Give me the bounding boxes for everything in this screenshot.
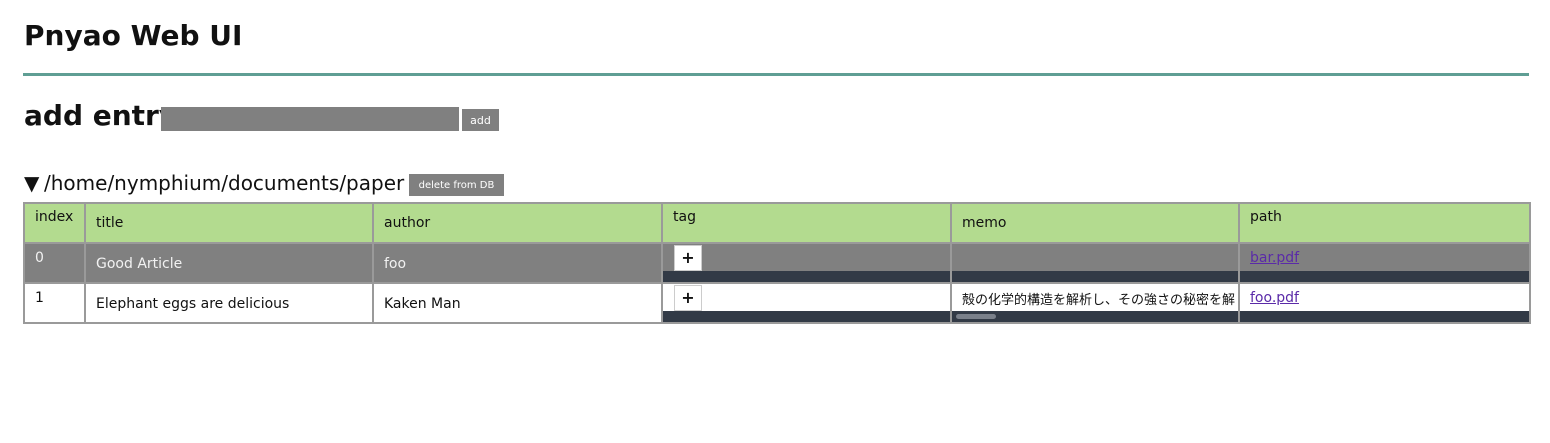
path-link[interactable]: foo.pdf — [1250, 290, 1299, 306]
author-cell[interactable]: foo — [372, 242, 663, 284]
column-header-path: path — [1238, 202, 1531, 244]
add-tag-button[interactable]: + — [674, 245, 702, 271]
title-divider — [23, 73, 1529, 76]
add-entry-input[interactable] — [161, 107, 459, 131]
memo-scrollbar-thumb[interactable] — [956, 314, 996, 319]
add-tag-button[interactable]: + — [674, 285, 702, 311]
memo-scrollbar[interactable] — [953, 271, 1237, 281]
memo-cell[interactable]: 殻の化学的構造を解析し、その強さの秘密を解 — [950, 282, 1240, 324]
memo-cell[interactable] — [950, 242, 1240, 284]
column-header-index: index — [23, 202, 86, 244]
table-row[interactable]: 0 Good Article foo + bar.pdf — [23, 242, 1531, 284]
add-entry-heading: add entry — [24, 99, 178, 132]
entries-table: index title author tag memo path 0 Good … — [23, 202, 1531, 324]
column-header-tag: tag — [661, 202, 952, 244]
title-cell[interactable]: Elephant eggs are delicious — [84, 282, 374, 324]
add-button[interactable]: add — [462, 109, 499, 131]
directory-path: /home/nymphium/documents/paper — [44, 171, 405, 195]
column-header-memo: memo — [950, 202, 1240, 244]
column-header-title: title — [84, 202, 374, 244]
tag-scrollbar[interactable] — [664, 271, 949, 281]
tag-cell: + — [661, 242, 952, 284]
delete-from-db-button[interactable]: delete from DB — [409, 174, 504, 196]
table-row[interactable]: 1 Elephant eggs are delicious Kaken Man … — [23, 282, 1531, 324]
index-cell: 0 — [23, 242, 86, 284]
author-cell[interactable]: Kaken Man — [372, 282, 663, 324]
path-cell: bar.pdf — [1238, 242, 1531, 284]
memo-scrollbar[interactable] — [953, 311, 1237, 321]
table-header-row: index title author tag memo path — [23, 202, 1531, 244]
path-scrollbar[interactable] — [1241, 311, 1528, 321]
column-header-author: author — [372, 202, 663, 244]
collapse-triangle-icon[interactable]: ▼ — [24, 171, 40, 195]
path-link[interactable]: bar.pdf — [1250, 250, 1300, 266]
memo-text: 殻の化学的構造を解析し、その強さの秘密を解 — [962, 293, 1236, 308]
title-cell[interactable]: Good Article — [84, 242, 374, 284]
tag-cell: + — [661, 282, 952, 324]
tag-scrollbar[interactable] — [664, 311, 949, 321]
path-cell: foo.pdf — [1238, 282, 1531, 324]
path-scrollbar[interactable] — [1241, 271, 1528, 281]
app-title: Pnyao Web UI — [24, 19, 243, 52]
index-cell: 1 — [23, 282, 86, 324]
